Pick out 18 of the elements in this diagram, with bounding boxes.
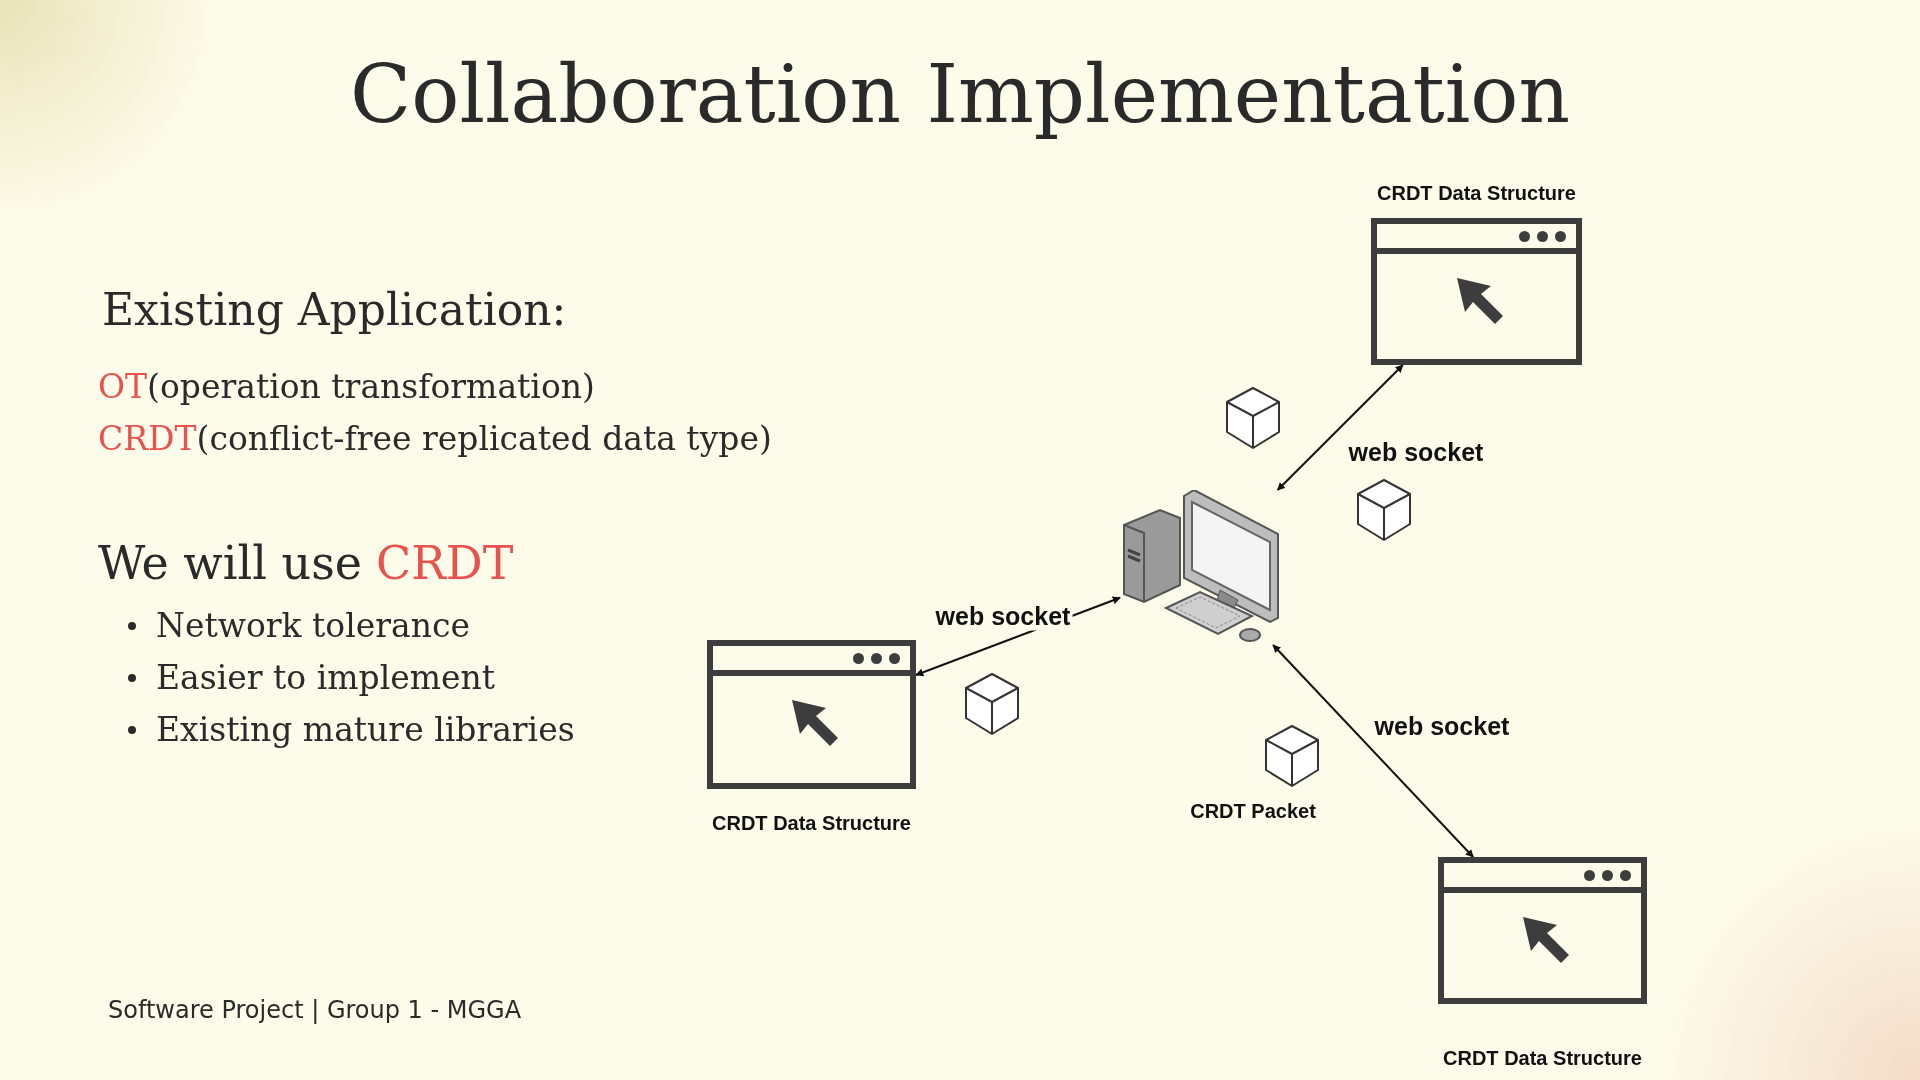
double-arrow (1276, 364, 1404, 491)
section-heading: Existing Application: (102, 284, 567, 335)
node-label: CRDT Data Structure (712, 812, 911, 835)
node-label: CRDT Data Structure (1377, 182, 1576, 205)
highlighted-term: CRDT (98, 419, 197, 458)
node-label: CRDT Data Structure (1443, 1047, 1642, 1070)
text-line: (operation transformation) (147, 367, 595, 406)
node-label: CRDT Packet (1190, 800, 1316, 823)
text-line: We will use (98, 536, 362, 590)
footer-text: Software Project | Group 1 - MGGA (108, 996, 522, 1024)
double-arrow (1272, 644, 1475, 858)
slide-title: Collaboration Implementation (349, 48, 1571, 141)
highlighted-term: OT (98, 367, 148, 406)
text-line: (conflict-free replicated data type) (196, 419, 772, 458)
bullet-text: Existing mature libraries (156, 710, 575, 749)
highlighted-term: CRDT (375, 536, 514, 590)
bullet-text: Easier to implement (156, 658, 496, 697)
bullet-text: Network tolerance (156, 606, 470, 645)
